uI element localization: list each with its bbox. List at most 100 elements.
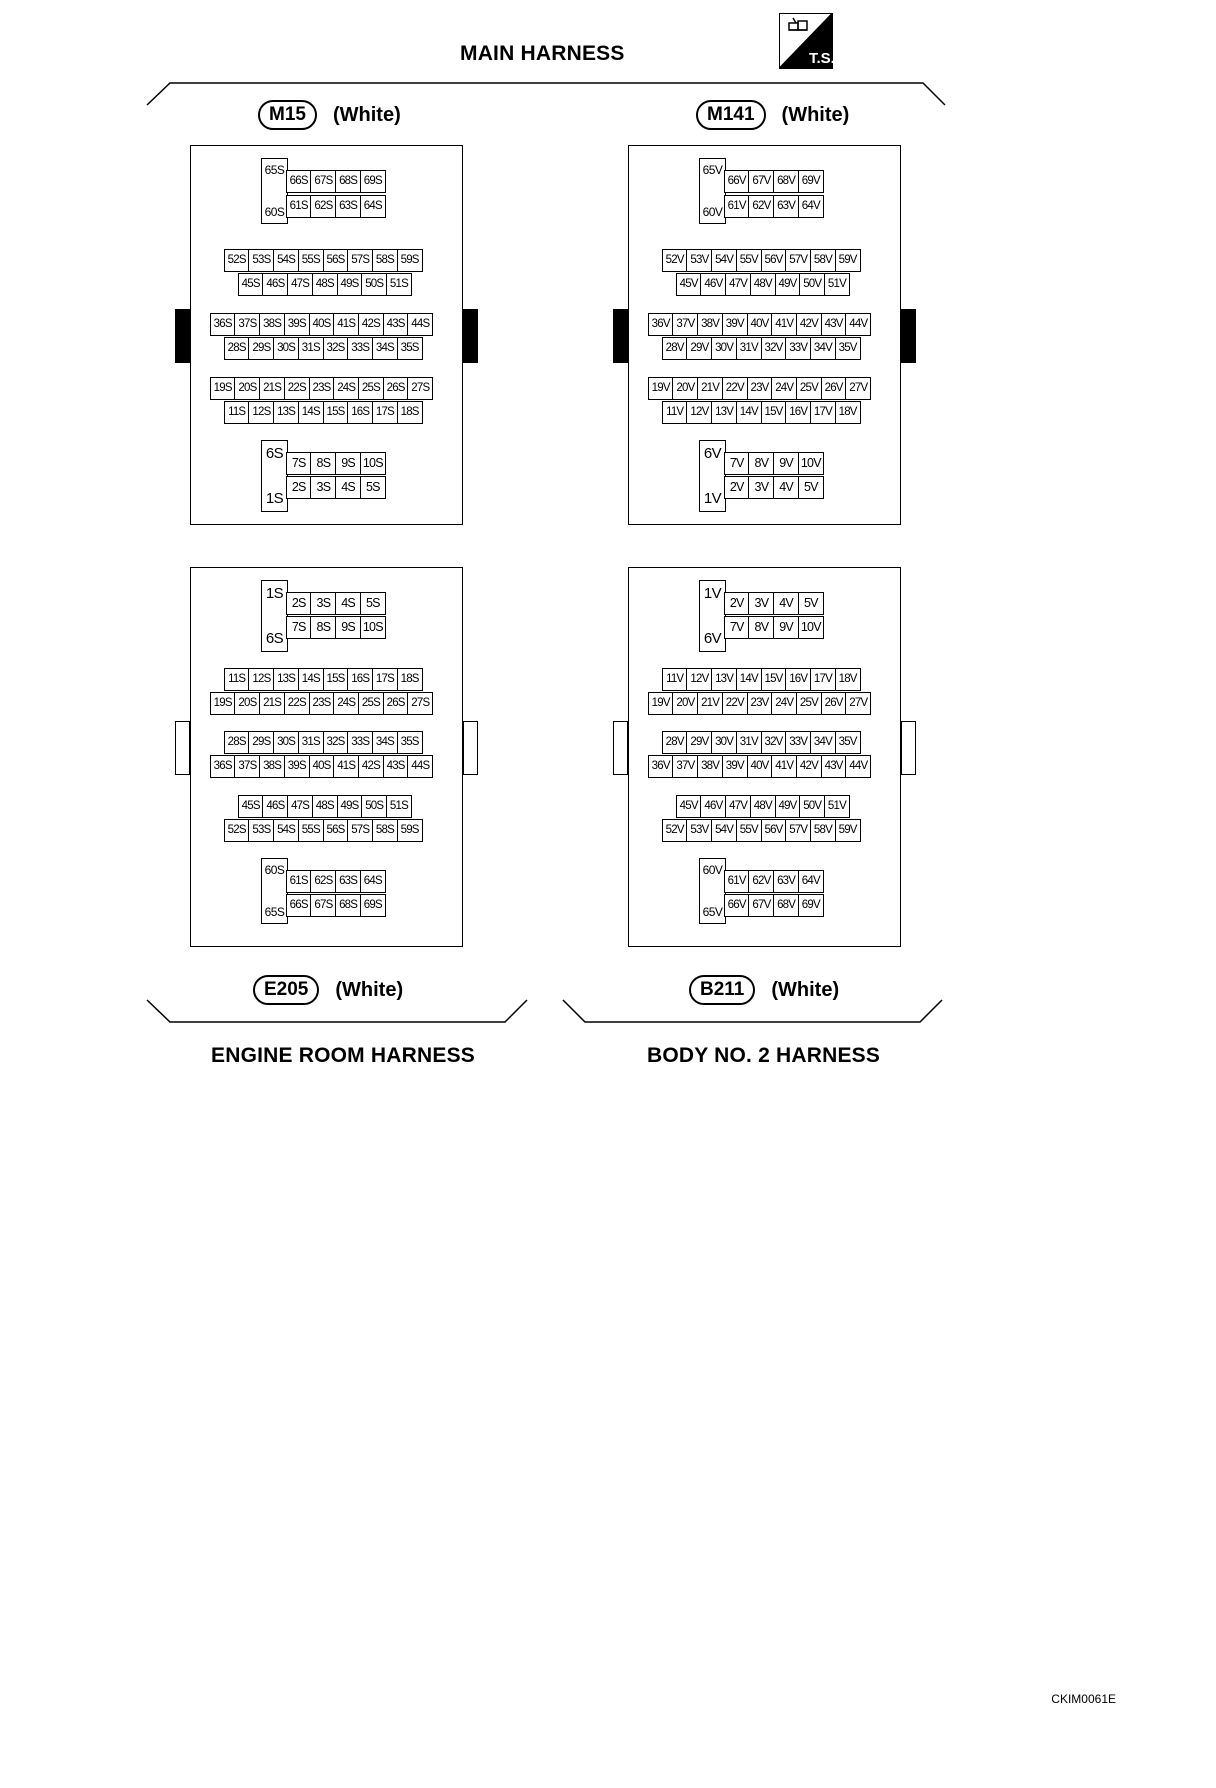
terminal-35v: 35V <box>834 731 861 754</box>
terminal-31v: 31V <box>735 731 762 754</box>
terminal-22v: 22V <box>721 692 748 715</box>
terminal-32s: 32S <box>322 337 349 360</box>
terminal-69v: 69V <box>797 894 824 917</box>
connector-color: (White) <box>335 978 404 1001</box>
terminal-47v: 47V <box>725 273 752 296</box>
terminal-48s: 48S <box>311 273 338 296</box>
terminal-34v: 34V <box>809 731 836 754</box>
connector-color: (White) <box>781 103 850 126</box>
terminal-17s: 17S <box>371 668 398 691</box>
terminal-56v: 56V <box>760 819 787 842</box>
terminal-28s: 28S <box>223 337 250 360</box>
terminal-34s: 34S <box>371 337 398 360</box>
reference-code: CKIM0061E <box>1051 1692 1116 1706</box>
connector-lock-tab-right <box>901 309 916 363</box>
terminal-5v: 5V <box>797 476 824 499</box>
terminal-19s: 19S <box>209 692 236 715</box>
terminal-23v: 23V <box>746 692 773 715</box>
terminal-28v: 28V <box>661 731 688 754</box>
terminal-46v: 46V <box>700 273 727 296</box>
terminal-32v: 32V <box>760 337 787 360</box>
terminal-3s: 3S <box>310 592 337 615</box>
terminal-4v: 4V <box>773 476 800 499</box>
terminal-27v: 27V <box>845 692 872 715</box>
terminal-39s: 39S <box>283 313 310 336</box>
terminal-53v: 53V <box>686 249 713 272</box>
terminal-65s: 65S <box>264 905 285 919</box>
terminal-35v: 35V <box>834 337 861 360</box>
terminal-6s: 6S <box>265 445 284 462</box>
terminal-14v: 14V <box>735 401 762 424</box>
terminal-69v: 69V <box>797 170 824 193</box>
terminal-28s: 28S <box>223 731 250 754</box>
connector-lock-tab-left <box>175 721 190 775</box>
terminal-48s: 48S <box>311 795 338 818</box>
terminal-54v: 54V <box>711 819 738 842</box>
terminal-64v: 64V <box>797 195 824 218</box>
terminal-49v: 49V <box>774 273 801 296</box>
terminal-60v: 60V <box>702 863 723 877</box>
terminal-24v: 24V <box>771 692 798 715</box>
terminal-5v: 5V <box>797 592 824 615</box>
terminal-41s: 41S <box>333 313 360 336</box>
terminal-5s: 5S <box>359 476 386 499</box>
terminal-36s: 36S <box>209 755 236 778</box>
connector-lock-tab-left <box>613 309 628 363</box>
terminal-22s: 22S <box>283 692 310 715</box>
terminal-59v: 59V <box>834 819 861 842</box>
terminal-62v: 62V <box>748 195 775 218</box>
terminal-4v: 4V <box>773 592 800 615</box>
terminal-3v: 3V <box>748 476 775 499</box>
terminal-4s: 4S <box>335 592 362 615</box>
terminal-59s: 59S <box>396 249 423 272</box>
connector-label: B211(White) <box>689 975 839 1005</box>
terminal-16s: 16S <box>347 668 374 691</box>
terminal-10s: 10S <box>359 616 386 639</box>
terminal-9v: 9V <box>773 616 800 639</box>
terminal-26v: 26V <box>820 377 847 400</box>
terminal-58v: 58V <box>809 819 836 842</box>
terminal-36s: 36S <box>209 313 236 336</box>
terminal-22s: 22S <box>283 377 310 400</box>
connector-id-badge: M15 <box>258 100 317 130</box>
terminal-61s: 61S <box>285 195 312 218</box>
terminal-31s: 31S <box>297 731 324 754</box>
connector-lock-tab-left <box>613 721 628 775</box>
terminal-44s: 44S <box>407 755 434 778</box>
terminal-2v: 2V <box>723 476 750 499</box>
terminal-51v: 51V <box>823 273 850 296</box>
terminal-23v: 23V <box>746 377 773 400</box>
terminal-18v: 18V <box>834 401 861 424</box>
terminal-62v: 62V <box>748 870 775 893</box>
terminal-7v: 7V <box>723 452 750 475</box>
terminal-7s: 7S <box>285 616 312 639</box>
terminal-7s: 7S <box>285 452 312 475</box>
terminal-30v: 30V <box>711 731 738 754</box>
terminal-49v: 49V <box>774 795 801 818</box>
connector-id-badge: B211 <box>689 975 756 1005</box>
terminal-43s: 43S <box>382 313 409 336</box>
terminal-35s: 35S <box>396 337 423 360</box>
terminal-9v: 9V <box>773 452 800 475</box>
connector-label: M141(White) <box>696 100 849 130</box>
terminal-9s: 9S <box>335 616 362 639</box>
terminal-25s: 25S <box>357 692 384 715</box>
terminal-26s: 26S <box>382 692 409 715</box>
terminal-21s: 21S <box>259 692 286 715</box>
terminal-17s: 17S <box>371 401 398 424</box>
